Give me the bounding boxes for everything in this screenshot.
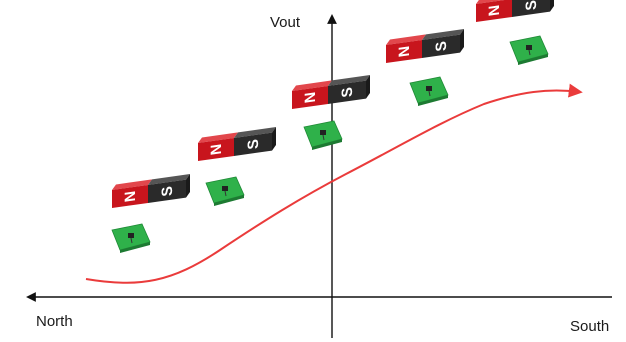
north-pole-label: N	[208, 143, 225, 156]
hall-sensor	[409, 76, 449, 106]
south-pole	[234, 132, 272, 156]
sensor-chip	[426, 86, 432, 91]
south-pole	[512, 0, 550, 17]
vout-axis-label: Vout	[270, 14, 301, 31]
south-pole-label: S	[245, 138, 262, 150]
hall-sensor	[111, 223, 151, 253]
south-pole	[328, 80, 366, 104]
sensor-chip	[128, 233, 134, 238]
north-pole-label: N	[302, 91, 319, 104]
north-pole-label: N	[122, 190, 139, 203]
south-pole-label: S	[159, 185, 176, 197]
south-pole-label: S	[433, 40, 450, 52]
south-pole-label: S	[339, 86, 356, 98]
output-curve	[85, 83, 583, 284]
north-pole	[112, 184, 148, 208]
sensor-chip	[526, 45, 532, 50]
south-pole-label: S	[523, 0, 540, 11]
hall-sensor	[205, 176, 245, 206]
hall-sensor	[303, 120, 343, 150]
north-pole	[476, 0, 512, 22]
south-label: South	[570, 318, 610, 335]
north-pole	[292, 85, 328, 109]
south-pole	[422, 34, 460, 58]
south-pole	[148, 179, 186, 203]
hall-sensor	[509, 35, 549, 65]
north-pole-label: N	[396, 45, 413, 58]
sensor-chip	[320, 130, 326, 135]
north-pole	[386, 39, 422, 63]
north-label: North	[36, 313, 73, 330]
sensor-chip	[222, 186, 228, 191]
north-pole-label: N	[486, 4, 503, 17]
north-pole	[198, 137, 234, 161]
